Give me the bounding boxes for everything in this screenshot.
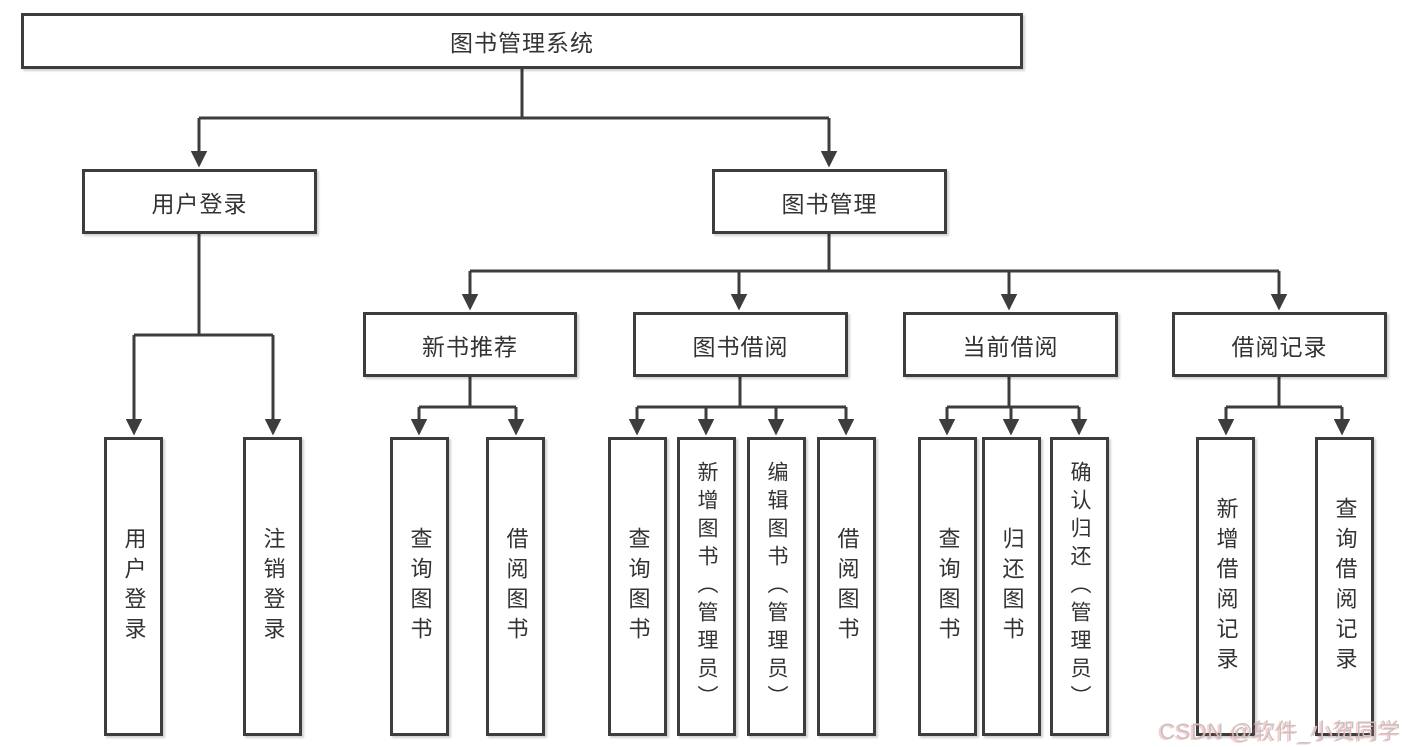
watermark: CSDN @软件_小贺同学 bbox=[1159, 719, 1401, 744]
leaf-label: 归还图书 bbox=[999, 526, 1025, 647]
leaf-label: 借阅图书 bbox=[503, 526, 529, 647]
node-user-login: 用户登录 bbox=[82, 169, 317, 234]
leaf-borrow-books-2: 借阅图书 bbox=[817, 437, 876, 736]
leaf-logout: 注销登录 bbox=[243, 437, 302, 736]
leaf-confirm-return-admin: 确认归还（管理员） bbox=[1050, 437, 1109, 736]
node-library-management-system: 图书管理系统 bbox=[21, 13, 1023, 69]
connector-stems bbox=[134, 69, 1342, 409]
leaf-query-books-borrow: 查询图书 bbox=[608, 437, 667, 736]
leaf-label: 查询图书 bbox=[407, 526, 433, 647]
leaf-borrow-books-recommend: 借阅图书 bbox=[486, 437, 545, 736]
leaf-return-books: 归还图书 bbox=[982, 437, 1041, 736]
node-current-borrow: 当前借阅 bbox=[903, 312, 1118, 377]
leaf-label: 用户登录 bbox=[121, 526, 147, 647]
leaf-query-books-recommend: 查询图书 bbox=[390, 437, 449, 736]
node-book-management: 图书管理 bbox=[712, 169, 947, 234]
leaf-label: 查询图书 bbox=[625, 526, 651, 647]
leaf-user-login: 用户登录 bbox=[104, 437, 163, 736]
leaf-query-books-current: 查询图书 bbox=[918, 437, 977, 736]
leaf-label: 查询图书 bbox=[935, 526, 961, 647]
leaf-query-borrow-record: 查询借阅记录 bbox=[1315, 437, 1374, 736]
node-borrow-records: 借阅记录 bbox=[1172, 312, 1387, 377]
leaf-label: 新增借阅记录 bbox=[1213, 496, 1239, 677]
node-new-book-recommend: 新书推荐 bbox=[363, 312, 577, 377]
node-book-borrow: 图书借阅 bbox=[633, 312, 848, 377]
leaf-label: 确认归还（管理员） bbox=[1068, 460, 1091, 713]
leaf-label: 查询借阅记录 bbox=[1332, 496, 1358, 677]
leaf-label: 借阅图书 bbox=[834, 526, 860, 647]
leaf-add-borrow-record: 新增借阅记录 bbox=[1196, 437, 1255, 736]
leaf-add-book-admin: 新增图书（管理员） bbox=[677, 437, 736, 736]
leaf-label: 注销登录 bbox=[260, 526, 286, 647]
leaf-label: 新增图书（管理员） bbox=[695, 460, 718, 713]
leaf-label: 编辑图书（管理员） bbox=[765, 460, 788, 713]
leaf-edit-book-admin: 编辑图书（管理员） bbox=[747, 437, 806, 736]
